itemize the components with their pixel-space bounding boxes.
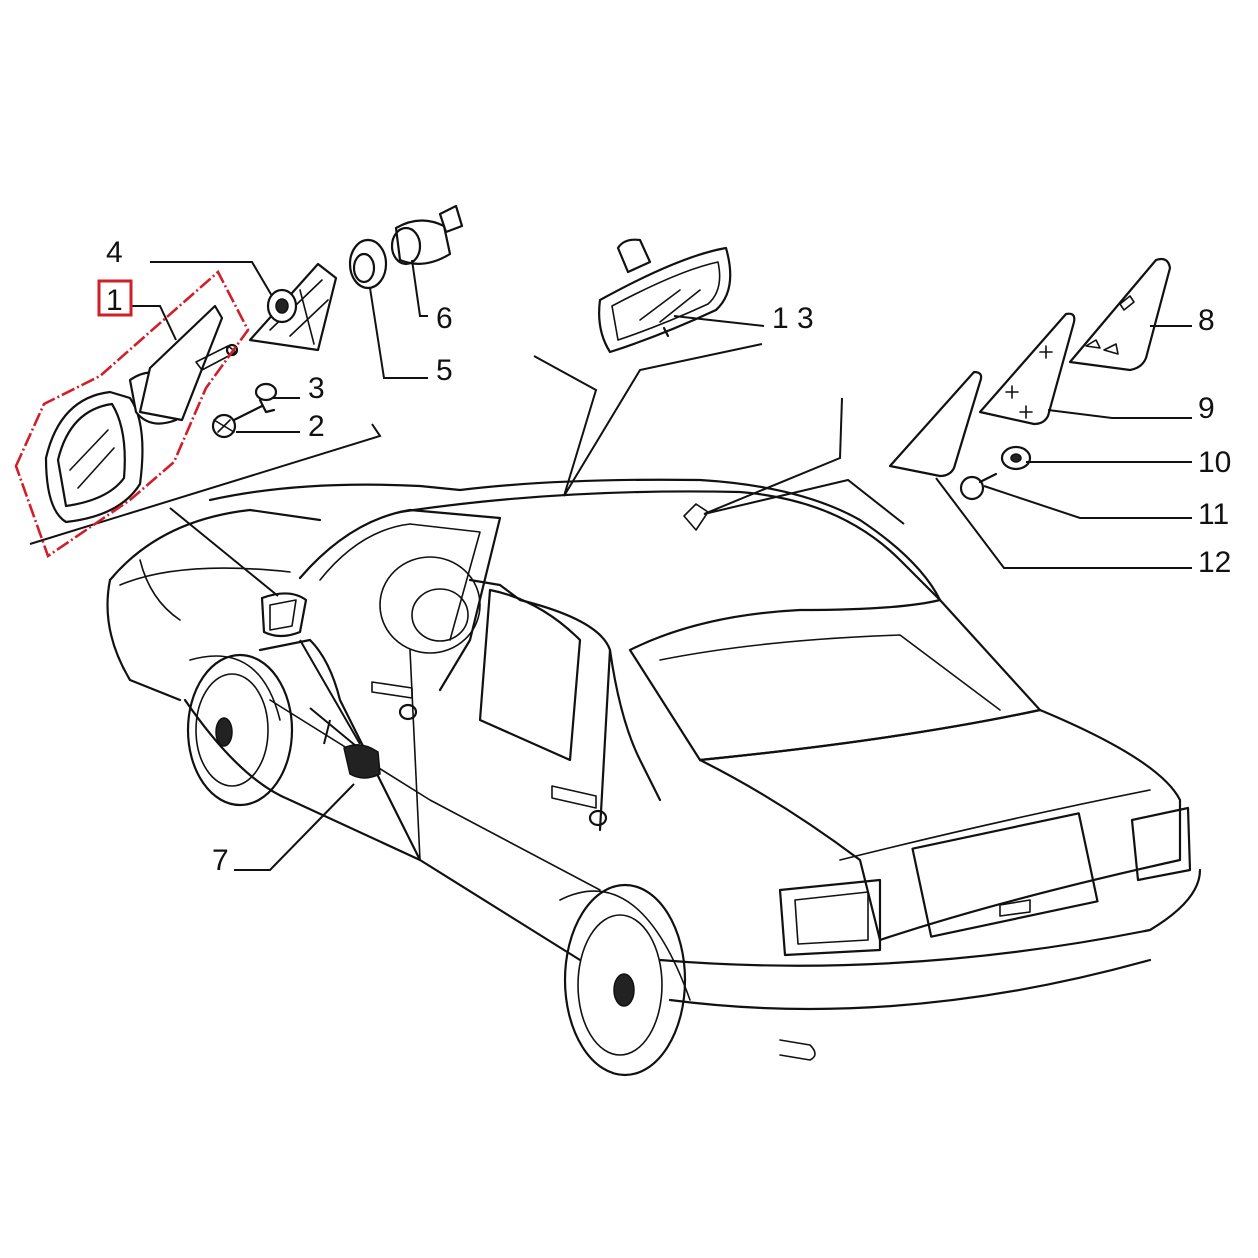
label-part-8[interactable]: 8 — [1198, 304, 1215, 337]
part-labels: 1 2 3 4 5 6 7 8 9 10 11 12 1 3 — [106, 236, 1231, 877]
roof-clip — [683, 503, 709, 531]
part-12-triangular-panel[interactable] — [888, 370, 983, 478]
part-9-trim-panel[interactable] — [978, 312, 1076, 426]
label-part-9[interactable]: 9 — [1198, 392, 1215, 425]
label-part-6[interactable]: 6 — [436, 302, 453, 335]
highlight-outline-part-1 — [14, 269, 250, 559]
label-part-11[interactable]: 11 — [1198, 498, 1229, 531]
label-part-3[interactable]: 3 — [308, 372, 325, 405]
label-part-5[interactable]: 5 — [436, 354, 453, 387]
part-13-interior-mirror[interactable] — [598, 238, 732, 354]
label-part-2[interactable]: 2 — [308, 410, 325, 443]
label-part-1[interactable]: 1 — [106, 284, 123, 317]
part-1-exterior-mirror[interactable] — [44, 304, 239, 524]
part-6-sleeve[interactable] — [390, 204, 464, 266]
label-part-12[interactable]: 12 — [1198, 546, 1231, 579]
leader-lines — [29, 259, 1192, 871]
part-2-screw[interactable] — [211, 404, 264, 439]
part-3-bolt[interactable] — [254, 382, 278, 414]
label-part-4[interactable]: 4 — [106, 236, 123, 269]
label-part-10[interactable]: 10 — [1198, 446, 1231, 479]
part-5-grommet[interactable] — [348, 238, 388, 290]
label-part-7[interactable]: 7 — [212, 844, 229, 877]
label-part-13[interactable]: 1 3 — [772, 302, 814, 335]
part-10-washer[interactable] — [1000, 445, 1032, 471]
highlight-box-part-1 — [97, 279, 133, 317]
car-illustration — [106, 478, 1202, 1077]
part-11-screw[interactable] — [959, 472, 998, 501]
part-4-mirror-bracket[interactable] — [248, 262, 338, 352]
part-8-pillar-trim[interactable] — [1068, 257, 1172, 372]
